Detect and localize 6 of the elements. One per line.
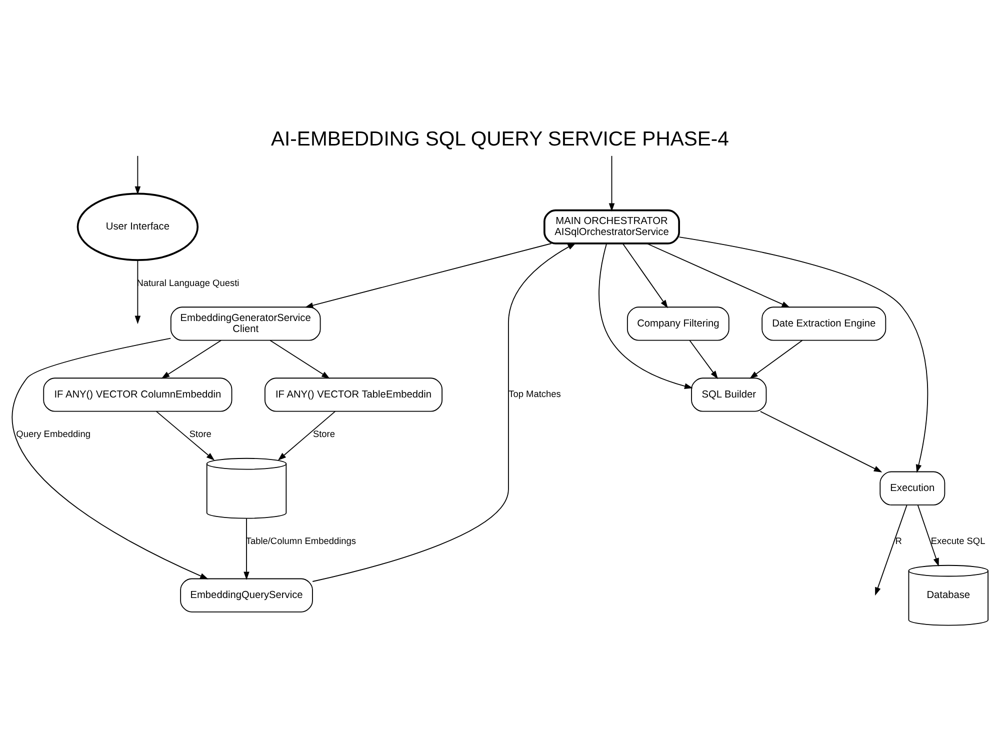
- edge-label: Execute SQL: [930, 536, 986, 546]
- edge-label: Query Embedding: [16, 428, 90, 439]
- edge-label: Store: [312, 428, 336, 439]
- diagram-title: AI-EMBEDDING SQL QUERY SERVICE PHASE-4: [271, 128, 729, 150]
- edge-label: R: [895, 536, 902, 546]
- edge-label: Store: [189, 428, 212, 439]
